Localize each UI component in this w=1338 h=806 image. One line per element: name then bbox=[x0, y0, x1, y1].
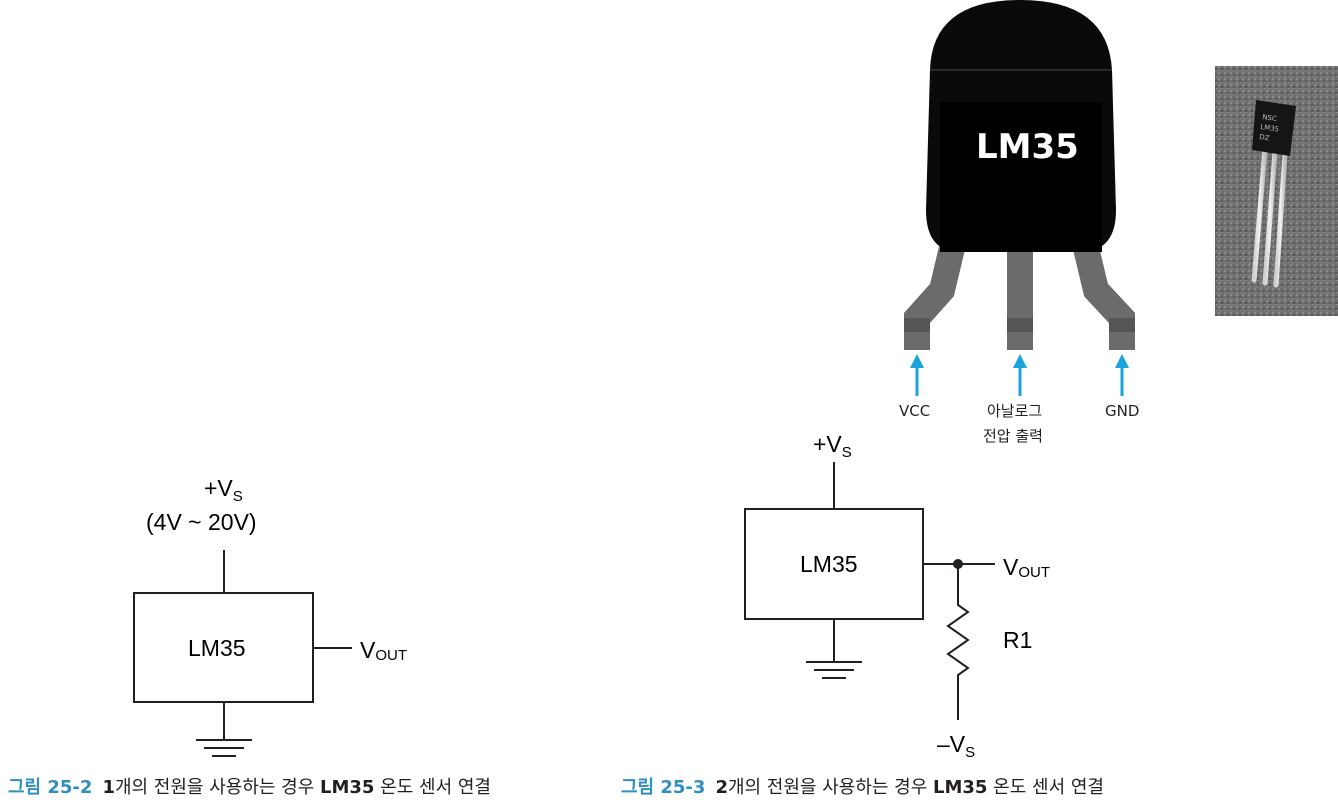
pin-out-label-line2: 전압 출력 bbox=[983, 427, 1043, 445]
photo-marking: LM35 bbox=[1260, 123, 1280, 134]
arrow-icon bbox=[1115, 354, 1129, 396]
arrow-icon bbox=[910, 354, 924, 396]
vout-label: VOUT bbox=[360, 637, 407, 664]
supply-label: +VS bbox=[813, 431, 852, 461]
resistor-r1 bbox=[946, 564, 970, 720]
neg-supply-label: –VS bbox=[937, 731, 975, 761]
supply-label: +VS bbox=[204, 475, 243, 505]
pin-out-label: 아날로그 bbox=[987, 402, 1042, 420]
supply-range-label: (4V ~ 20V) bbox=[146, 509, 257, 535]
photo-marking: NSC bbox=[1262, 113, 1278, 123]
package-legs bbox=[904, 244, 1135, 350]
pin-gnd-label: GND bbox=[1105, 402, 1139, 420]
lm35-package-illustration: LM35 VCC 아날로그 전압 출력 GND bbox=[899, 0, 1139, 445]
pin-vcc-label: VCC bbox=[899, 402, 930, 420]
ground-symbol bbox=[196, 739, 252, 757]
lm35-label: LM35 bbox=[188, 635, 246, 661]
r1-label: R1 bbox=[1003, 627, 1032, 653]
lm35-label: LM35 bbox=[800, 551, 858, 577]
photo-marking: DZ bbox=[1259, 133, 1270, 142]
arrow-icon bbox=[1013, 354, 1027, 396]
package-face bbox=[940, 102, 1102, 252]
vout-label: VOUT bbox=[1003, 554, 1050, 581]
package-body-label: LM35 bbox=[976, 127, 1079, 167]
ground-symbol bbox=[806, 661, 862, 679]
lm35-photo: NSC LM35 DZ bbox=[1215, 66, 1338, 316]
